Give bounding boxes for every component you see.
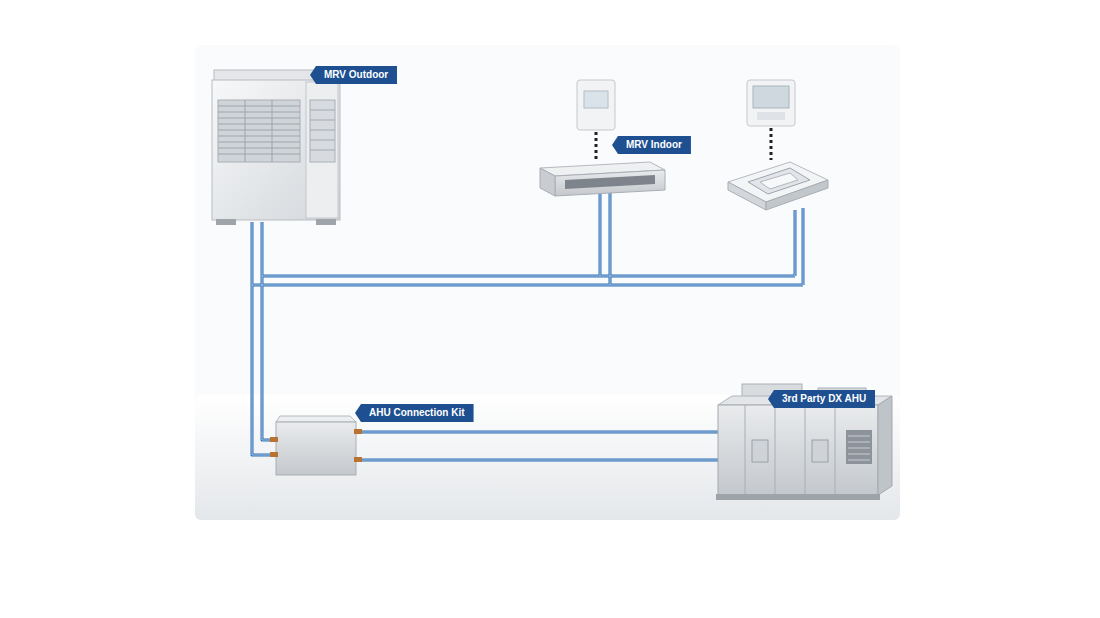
cassette-indoor-unit — [728, 162, 828, 210]
label-tag: MRV Outdoor — [310, 66, 397, 84]
ducted-indoor-unit — [540, 162, 665, 196]
tag-text: MRV Indoor — [626, 139, 682, 151]
outdoor-unit — [212, 70, 340, 225]
floor-band — [195, 395, 900, 520]
tag-text: MRV Outdoor — [324, 69, 388, 81]
tag-text: AHU Connection Kit — [369, 407, 465, 419]
thermostat — [577, 80, 795, 162]
label-tag: AHU Connection Kit — [355, 404, 474, 422]
label-tag: 3rd Party DX AHU — [768, 390, 875, 408]
backdrop — [195, 45, 900, 520]
air-handling-unit — [716, 384, 892, 500]
tag-text: 3rd Party DX AHU — [782, 393, 866, 405]
connection-kit — [270, 416, 362, 475]
label-tag: MRV Indoor — [612, 136, 691, 154]
